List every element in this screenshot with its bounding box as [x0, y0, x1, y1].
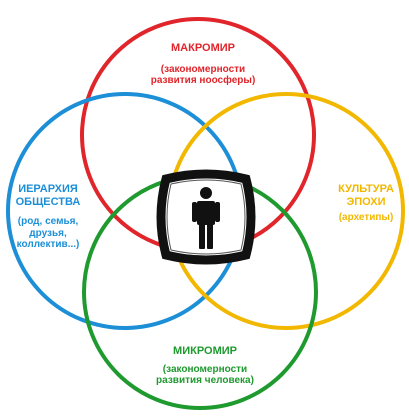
culture-title-2: ЭПОХИ: [346, 195, 386, 208]
macro-desc-2: развития ноосферы): [150, 75, 256, 87]
hierarchy-desc-1: (род, семья,: [17, 216, 79, 228]
micro-title: МИКРОМИР: [173, 345, 237, 357]
culture-title-1: КУЛЬТУРА: [338, 183, 394, 195]
culture-desc-1: (архетипы): [338, 212, 394, 224]
hierarchy-title-1: ИЕРАРХИЯ: [18, 183, 78, 195]
macro-title: МАКРОМИР: [171, 42, 235, 54]
culture-label: КУЛЬТУРА ЭПОХИ (архетипы): [325, 183, 407, 224]
micro-label: МИКРОМИР (закономерности развития челове…: [130, 345, 280, 387]
hierarchy-desc-2: друзья,: [29, 227, 67, 239]
hierarchy-desc-3: коллектив...): [16, 239, 80, 251]
hierarchy-title-2: ОБЩЕСТВА: [15, 195, 81, 208]
hierarchy-label: ИЕРАРХИЯ ОБЩЕСТВА (род, семья, друзья, к…: [6, 183, 90, 251]
person-icon: [192, 187, 220, 249]
macro-label: МАКРОМИР (закономерности развития ноосфе…: [128, 42, 278, 87]
micro-desc-2: развития человека): [156, 375, 254, 387]
macro-desc-1: (закономерности: [160, 63, 246, 75]
micro-desc-1: (закономерности: [162, 363, 248, 375]
